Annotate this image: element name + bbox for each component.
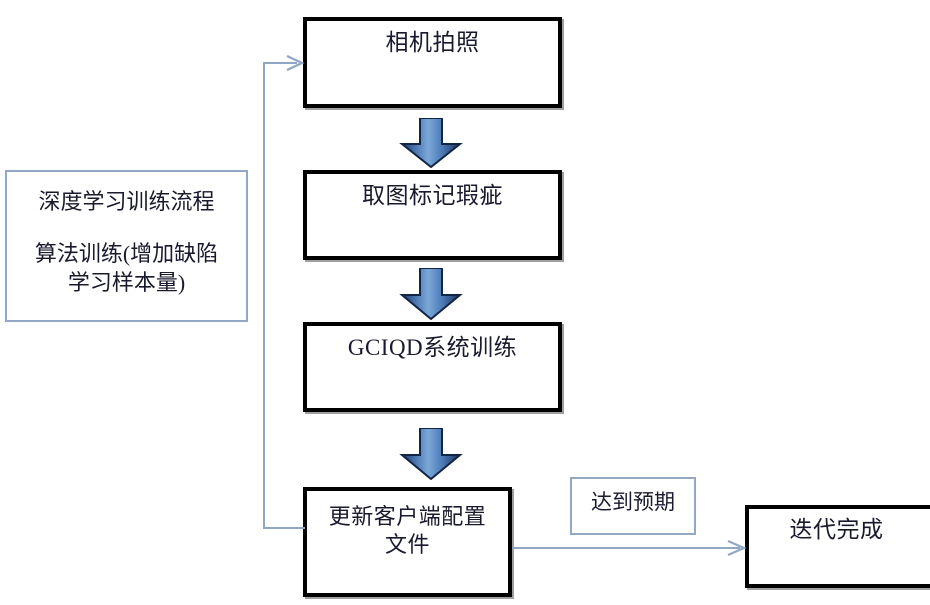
block-arrow-down-icon-2 xyxy=(398,267,464,321)
process-box-camera-capture-label: 相机拍照 xyxy=(385,30,480,55)
side-panel-body: 算法训练(增加缺陷 学习样本量) xyxy=(34,241,219,295)
feedback-connector-vertical-segment xyxy=(263,62,265,529)
result-arrow-head-icon xyxy=(726,539,748,562)
process-box-camera-capture[interactable]: 相机拍照 xyxy=(303,17,562,108)
result-connector-line xyxy=(512,547,740,549)
process-box-mark-defects-label: 取图标记瑕疵 xyxy=(362,183,503,208)
process-box-mark-defects[interactable]: 取图标记瑕疵 xyxy=(303,170,562,260)
block-arrow-down-icon-1 xyxy=(398,117,464,169)
process-box-update-client-config-label: 更新客户端配置 文件 xyxy=(328,504,487,557)
process-box-gciqd-training-label: GCIQD系统训练 xyxy=(347,335,518,360)
feedback-connector-top-segment xyxy=(263,62,297,64)
feedback-arrow-head-icon xyxy=(285,54,305,77)
condition-label-text: 达到预期 xyxy=(591,490,675,514)
process-box-iteration-complete-label: 迭代完成 xyxy=(789,517,884,542)
condition-label-box: 达到预期 xyxy=(570,477,696,535)
block-arrow-down-icon-3 xyxy=(398,427,464,481)
process-box-iteration-complete[interactable]: 迭代完成 xyxy=(745,505,930,588)
side-panel-heading: 深度学习训练流程 xyxy=(38,189,215,214)
process-box-gciqd-training[interactable]: GCIQD系统训练 xyxy=(303,322,562,412)
process-box-update-client-config[interactable]: 更新客户端配置 文件 xyxy=(303,487,512,597)
feedback-connector-bottom-segment xyxy=(263,527,305,529)
side-panel: 深度学习训练流程 算法训练(增加缺陷 学习样本量) xyxy=(5,170,248,322)
